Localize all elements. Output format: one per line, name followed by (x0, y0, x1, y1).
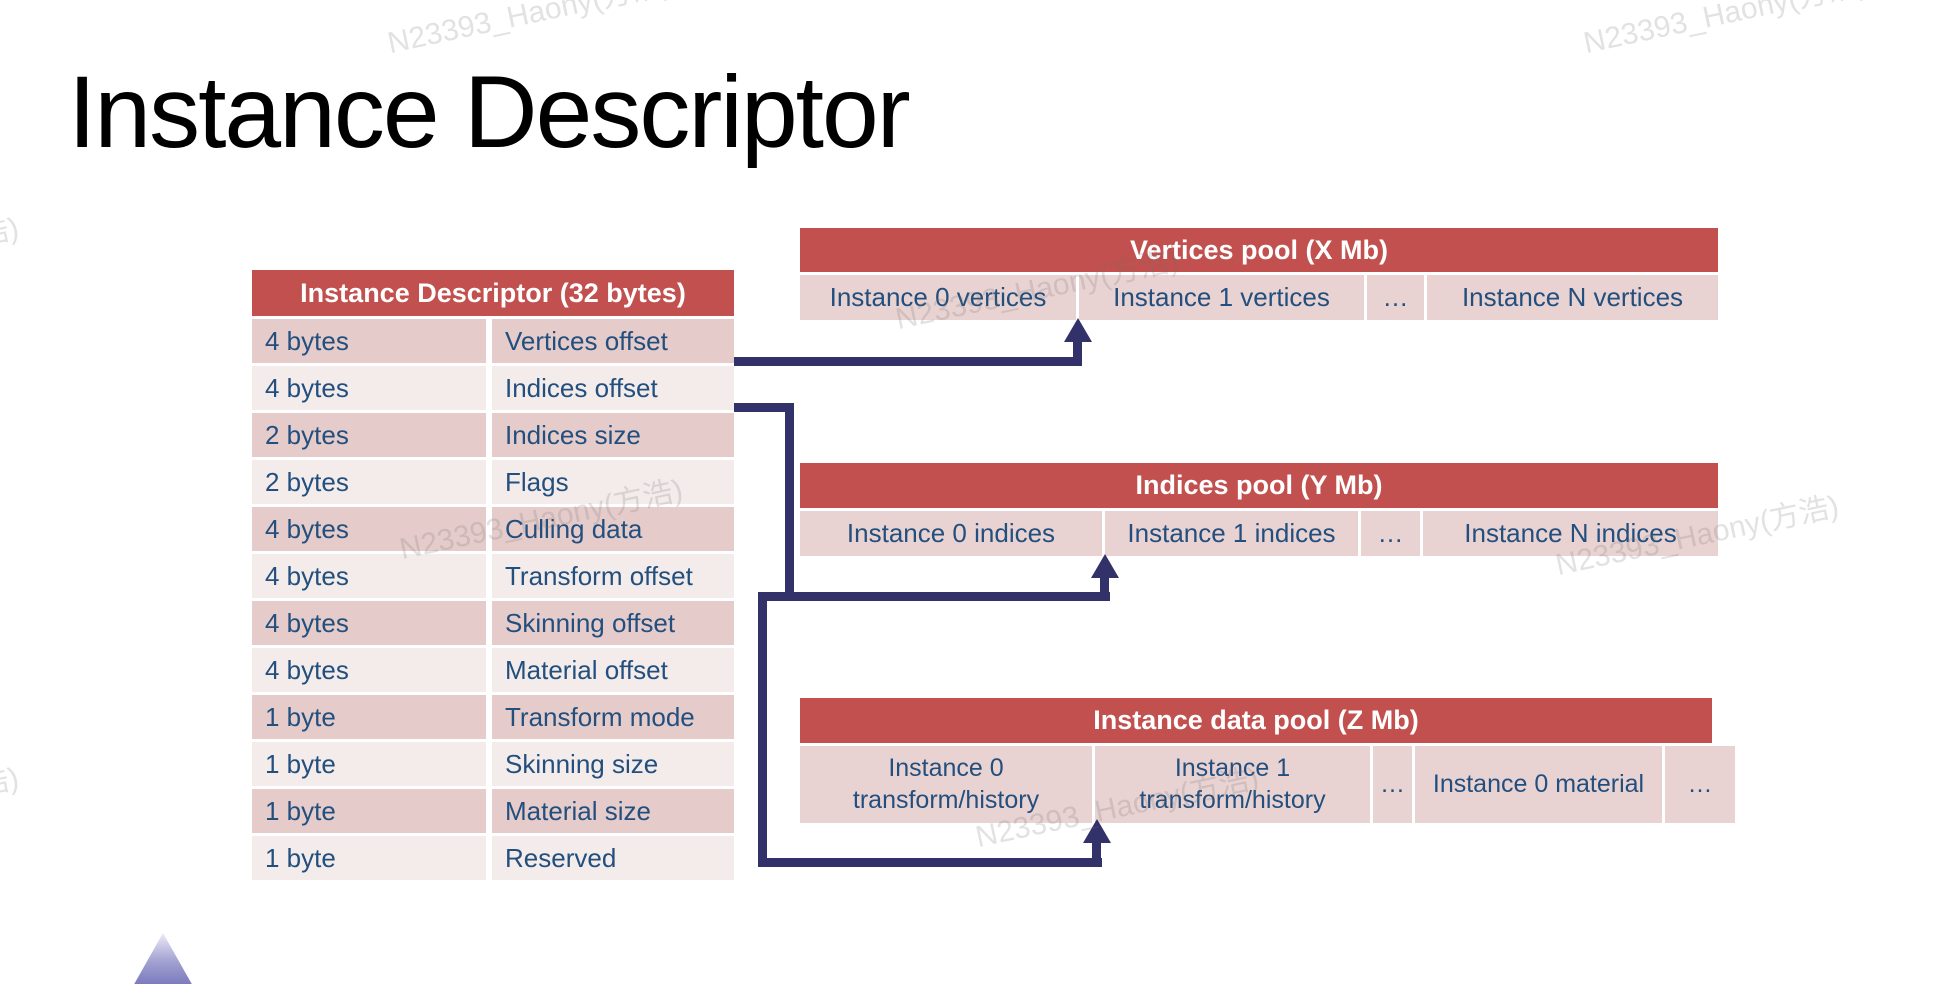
row-size-cell: 4 bytes (252, 507, 486, 551)
row-size-cell: 4 bytes (252, 601, 486, 645)
row-size-cell: 4 bytes (252, 366, 486, 410)
arrow-transform-segment (1092, 843, 1101, 867)
vertices-pool-table: Vertices pool (X Mb) Instance 0 vertices… (800, 228, 1718, 320)
indices-pool-table: Indices pool (Y Mb) Instance 0 indices I… (800, 463, 1718, 556)
decoration-triangle (128, 933, 198, 984)
row-field-cell: Flags (492, 460, 734, 504)
table-row: 4 bytes Transform offset (252, 554, 734, 598)
instance-data-pool-row: Instance 0 transform/history Instance 1 … (800, 746, 1735, 823)
pool-cell: … (1665, 746, 1735, 823)
row-size-cell: 4 bytes (252, 554, 486, 598)
pool-cell: Instance N indices (1423, 511, 1718, 556)
pool-cell: … (1373, 746, 1412, 823)
arrow-vertices-segment (1073, 340, 1082, 366)
row-field-cell: Indices offset (492, 366, 734, 410)
pool-cell: … (1361, 511, 1420, 556)
row-field-cell: Material offset (492, 648, 734, 692)
watermark: N23393_Haony(方浩) (384, 0, 674, 61)
row-field-cell: Culling data (492, 507, 734, 551)
instance-descriptor-table: Instance Descriptor (32 bytes) 4 bytes V… (252, 270, 734, 880)
table-row: 4 bytes Material offset (252, 648, 734, 692)
row-size-cell: 4 bytes (252, 648, 486, 692)
arrow-up-icon (1064, 318, 1092, 342)
arrow-vertices-segment (734, 357, 1082, 366)
row-size-cell: 1 byte (252, 695, 486, 739)
row-size-cell: 1 byte (252, 789, 486, 833)
row-field-cell: Reserved (492, 836, 734, 880)
row-field-cell: Material size (492, 789, 734, 833)
arrow-up-icon (1091, 554, 1119, 578)
vertices-pool-row: Instance 0 vertices Instance 1 vertices … (800, 275, 1718, 320)
row-field-cell: Skinning size (492, 742, 734, 786)
row-size-cell: 1 byte (252, 836, 486, 880)
row-size-cell: 4 bytes (252, 319, 486, 363)
pool-cell: Instance 0 material (1415, 746, 1662, 823)
pool-cell: Instance 1 vertices (1079, 275, 1364, 320)
indices-pool-header: Indices pool (Y Mb) (800, 463, 1718, 508)
watermark: N23393_Haony(方浩) (0, 211, 22, 305)
table-row: 4 bytes Indices offset (252, 366, 734, 410)
arrow-transform-segment (758, 592, 767, 867)
instance-data-pool-table: Instance data pool (Z Mb) Instance 0 tra… (800, 698, 1735, 823)
row-field-cell: Indices size (492, 413, 734, 457)
pool-cell: … (1367, 275, 1424, 320)
pool-cell: Instance 0 vertices (800, 275, 1076, 320)
row-size-cell: 2 bytes (252, 460, 486, 504)
row-size-cell: 1 byte (252, 742, 486, 786)
vertices-pool-header: Vertices pool (X Mb) (800, 228, 1718, 272)
arrow-indices-segment (734, 403, 794, 412)
instance-data-pool-header: Instance data pool (Z Mb) (800, 698, 1712, 743)
table-row: 4 bytes Culling data (252, 507, 734, 551)
watermark: N23393_Haony(方浩) (0, 761, 22, 855)
watermark: N23393_Haony(方浩) (1580, 0, 1870, 61)
arrow-up-icon (1083, 819, 1111, 843)
table-row: 2 bytes Indices size (252, 413, 734, 457)
pool-cell: Instance 1 indices (1105, 511, 1358, 556)
arrow-indices-segment (785, 403, 794, 601)
row-field-cell: Vertices offset (492, 319, 734, 363)
page-title: Instance Descriptor (68, 55, 911, 169)
arrow-indices-segment (1100, 578, 1109, 601)
arrow-transform-segment (758, 858, 1102, 867)
descriptor-table-body: 4 bytes Vertices offset 4 bytes Indices … (252, 319, 734, 880)
row-field-cell: Skinning offset (492, 601, 734, 645)
row-field-cell: Transform mode (492, 695, 734, 739)
table-row: 2 bytes Flags (252, 460, 734, 504)
row-field-cell: Transform offset (492, 554, 734, 598)
row-size-cell: 2 bytes (252, 413, 486, 457)
pool-cell: Instance 0 transform/history (800, 746, 1092, 823)
pool-cell: Instance 1 transform/history (1095, 746, 1370, 823)
table-row: 4 bytes Vertices offset (252, 319, 734, 363)
arrow-indices-segment (758, 592, 1110, 601)
indices-pool-row: Instance 0 indices Instance 1 indices … … (800, 511, 1718, 556)
pool-cell: Instance 0 indices (800, 511, 1102, 556)
table-row: 1 byte Material size (252, 789, 734, 833)
table-row: 1 byte Skinning size (252, 742, 734, 786)
table-row: 1 byte Reserved (252, 836, 734, 880)
pool-cell: Instance N vertices (1427, 275, 1718, 320)
descriptor-table-header: Instance Descriptor (32 bytes) (252, 270, 734, 316)
table-row: 4 bytes Skinning offset (252, 601, 734, 645)
table-row: 1 byte Transform mode (252, 695, 734, 739)
